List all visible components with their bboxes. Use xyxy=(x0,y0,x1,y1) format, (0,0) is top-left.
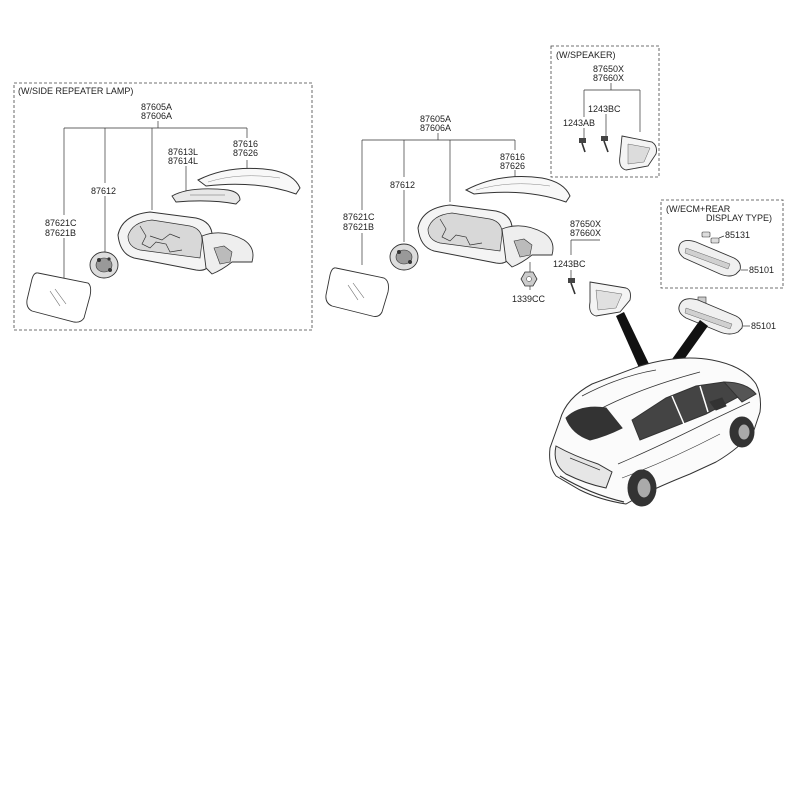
label-87616-center: 87616 xyxy=(500,152,525,162)
label-1243ab-speaker: 1243AB xyxy=(563,118,595,128)
center-leader-lines xyxy=(361,133,600,290)
mirror-glass-part-center xyxy=(325,267,389,317)
label-87614l: 87614L xyxy=(168,156,198,166)
screw-1243ab-speaker xyxy=(579,138,586,153)
label-87660x-speaker: 87660X xyxy=(593,73,624,83)
ecm-title-line2: DISPLAY TYPE) xyxy=(706,213,772,223)
ecm-cover-85131-part xyxy=(701,231,725,244)
screw-1243bc-speaker xyxy=(601,136,609,153)
label-1243bc-center: 1243BC xyxy=(553,259,586,269)
speaker-box xyxy=(550,45,660,178)
label-1339cc: 1339CC xyxy=(512,294,546,304)
label-87626: 87626 xyxy=(233,148,258,158)
ecm-inside-mirror-part xyxy=(678,239,741,277)
speaker-group: (W/SPEAKER) 87650X 87660X 1243BC 1243AB xyxy=(550,45,660,178)
side-repeater-title: (W/SIDE REPEATER LAMP) xyxy=(18,86,133,96)
label-87621b-center: 87621B xyxy=(343,222,374,232)
mirror-housing-part-center xyxy=(417,204,554,268)
ecm-title-line1: (W/ECM+REAR xyxy=(666,204,731,214)
label-85101-ecm: 85101 xyxy=(749,265,774,275)
speaker-title: (W/SPEAKER) xyxy=(556,50,616,60)
mirror-glass-part xyxy=(26,272,92,323)
left-leader-lines xyxy=(63,121,248,278)
label-87612: 87612 xyxy=(91,186,116,196)
mirror-housing-part xyxy=(117,211,254,275)
label-87621c: 87621C xyxy=(45,218,77,228)
scalp-cover-part xyxy=(197,167,301,195)
label-85101-inside: 85101 xyxy=(751,321,776,331)
label-87605a: 87605A xyxy=(141,102,172,112)
inside-mirror-part xyxy=(678,296,743,335)
ecm-group: (W/ECM+REAR DISPLAY TYPE) 85131 85101 xyxy=(660,199,784,289)
ecm-box xyxy=(660,199,784,289)
label-87613l: 87613L xyxy=(168,147,198,157)
label-87650x-speaker: 87650X xyxy=(593,64,624,74)
mirror-actuator-part-center xyxy=(389,243,419,271)
side-repeater-group: (W/SIDE REPEATER LAMP) 87605A 87606A 876… xyxy=(13,82,313,331)
label-87606a-center: 87606A xyxy=(420,123,451,133)
screw-1243bc-center xyxy=(568,278,576,295)
label-87621c-center: 87621C xyxy=(343,212,375,222)
label-87616: 87616 xyxy=(233,139,258,149)
label-87621b: 87621B xyxy=(45,228,76,238)
mirror-actuator-part xyxy=(89,251,119,279)
label-87612-center: 87612 xyxy=(390,180,415,190)
scalp-cover-part-center xyxy=(464,176,571,203)
inside-mirror-group: 85101 xyxy=(678,296,776,335)
side-repeater-box xyxy=(13,82,313,331)
nut-1339cc-part xyxy=(520,271,538,287)
center-mirror-group: 87605A 87606A 87616 87626 87612 87621C 8… xyxy=(325,114,631,317)
label-87606a: 87606A xyxy=(141,111,172,121)
label-87626-center: 87626 xyxy=(500,161,525,171)
label-1243bc-speaker: 1243BC xyxy=(588,104,621,114)
speaker-leader-lines xyxy=(583,83,641,138)
location-pointers xyxy=(616,312,708,370)
side-repeater-lamp-part xyxy=(171,188,241,205)
label-87605a-center: 87605A xyxy=(420,114,451,124)
label-87660x-center: 87660X xyxy=(570,228,601,238)
vehicle-illustration xyxy=(549,357,761,507)
label-85131: 85131 xyxy=(725,230,750,240)
label-87650x-center: 87650X xyxy=(570,219,601,229)
